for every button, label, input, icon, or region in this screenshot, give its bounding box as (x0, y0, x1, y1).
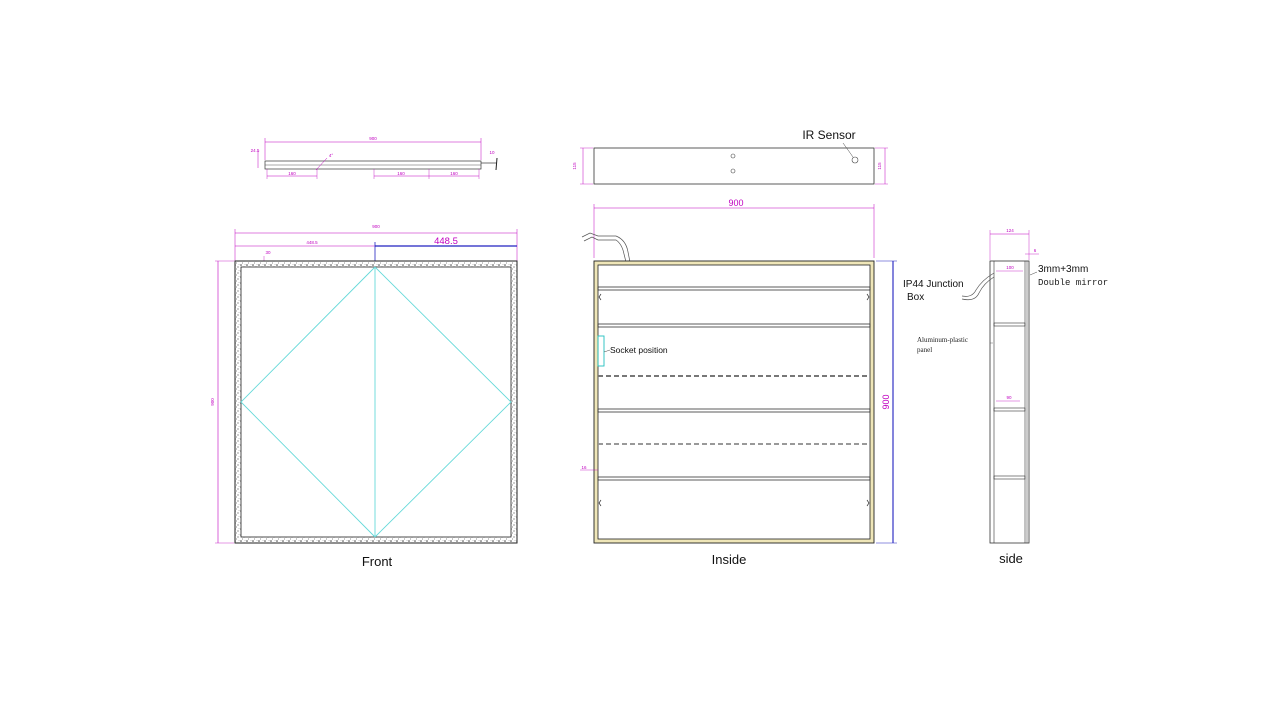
top-left-part-c-dim: 160 (450, 171, 458, 176)
side-view: 124 6 100 90 IP44 Junction Box 3mm+3mm D… (903, 228, 1108, 566)
inside-height-dim: 900 (881, 394, 891, 409)
front-left-half-dim: 448.5 (306, 240, 318, 245)
mirror-label-line2: Double mirror (1038, 278, 1108, 288)
inside-view: 900 900 16 Socket position Inside (580, 198, 897, 567)
socket-icon (597, 335, 605, 367)
front-frame-dim: 30 (265, 250, 271, 255)
front-caption: Front (362, 554, 393, 569)
front-right-half-dim: 448.5 (434, 236, 458, 247)
front-view: 900 448.5 448.5 30 900 Front (210, 224, 518, 569)
panel-label-line2: panel (917, 346, 932, 354)
top-right-view: 115 115 IR Sensor (572, 128, 888, 185)
side-inner-dim: 100 (1006, 265, 1014, 270)
top-left-total-dim: 900 (369, 136, 377, 141)
inside-width-dim: 900 (728, 198, 743, 208)
front-height-dim: 900 (210, 398, 215, 406)
panel-label-line1: Aluminum-plastic (917, 336, 968, 344)
top-right-right-dim: 115 (877, 162, 882, 170)
top-left-angle-dim: 4° (329, 153, 334, 158)
junction-box-label-line1: IP44 Junction (903, 279, 964, 290)
socket-label: Socket position (610, 345, 668, 355)
side-shelf-dim: 90 (1006, 395, 1012, 400)
top-left-part-b-dim: 160 (397, 171, 405, 176)
side-thickness-dim: 6 (1034, 248, 1037, 253)
inside-small-dim: 16 (581, 465, 587, 470)
side-depth-dim: 124 (1006, 228, 1014, 233)
front-width-dim: 900 (372, 224, 380, 229)
top-left-view: 900 24.5 4° 10 160 160 160 (251, 136, 498, 179)
side-caption: side (999, 551, 1023, 566)
mirror-label-line1: 3mm+3mm (1038, 264, 1088, 275)
ir-sensor-icon (851, 156, 859, 164)
top-right-left-dim: 115 (572, 162, 577, 170)
inside-caption: Inside (712, 552, 747, 567)
top-left-depth-dim: 24.5 (251, 148, 260, 153)
junction-box-label-line2: Box (907, 292, 924, 303)
ir-sensor-label: IR Sensor (802, 128, 855, 142)
top-left-small-dim: 10 (489, 150, 495, 155)
top-left-part-a-dim: 160 (288, 171, 296, 176)
